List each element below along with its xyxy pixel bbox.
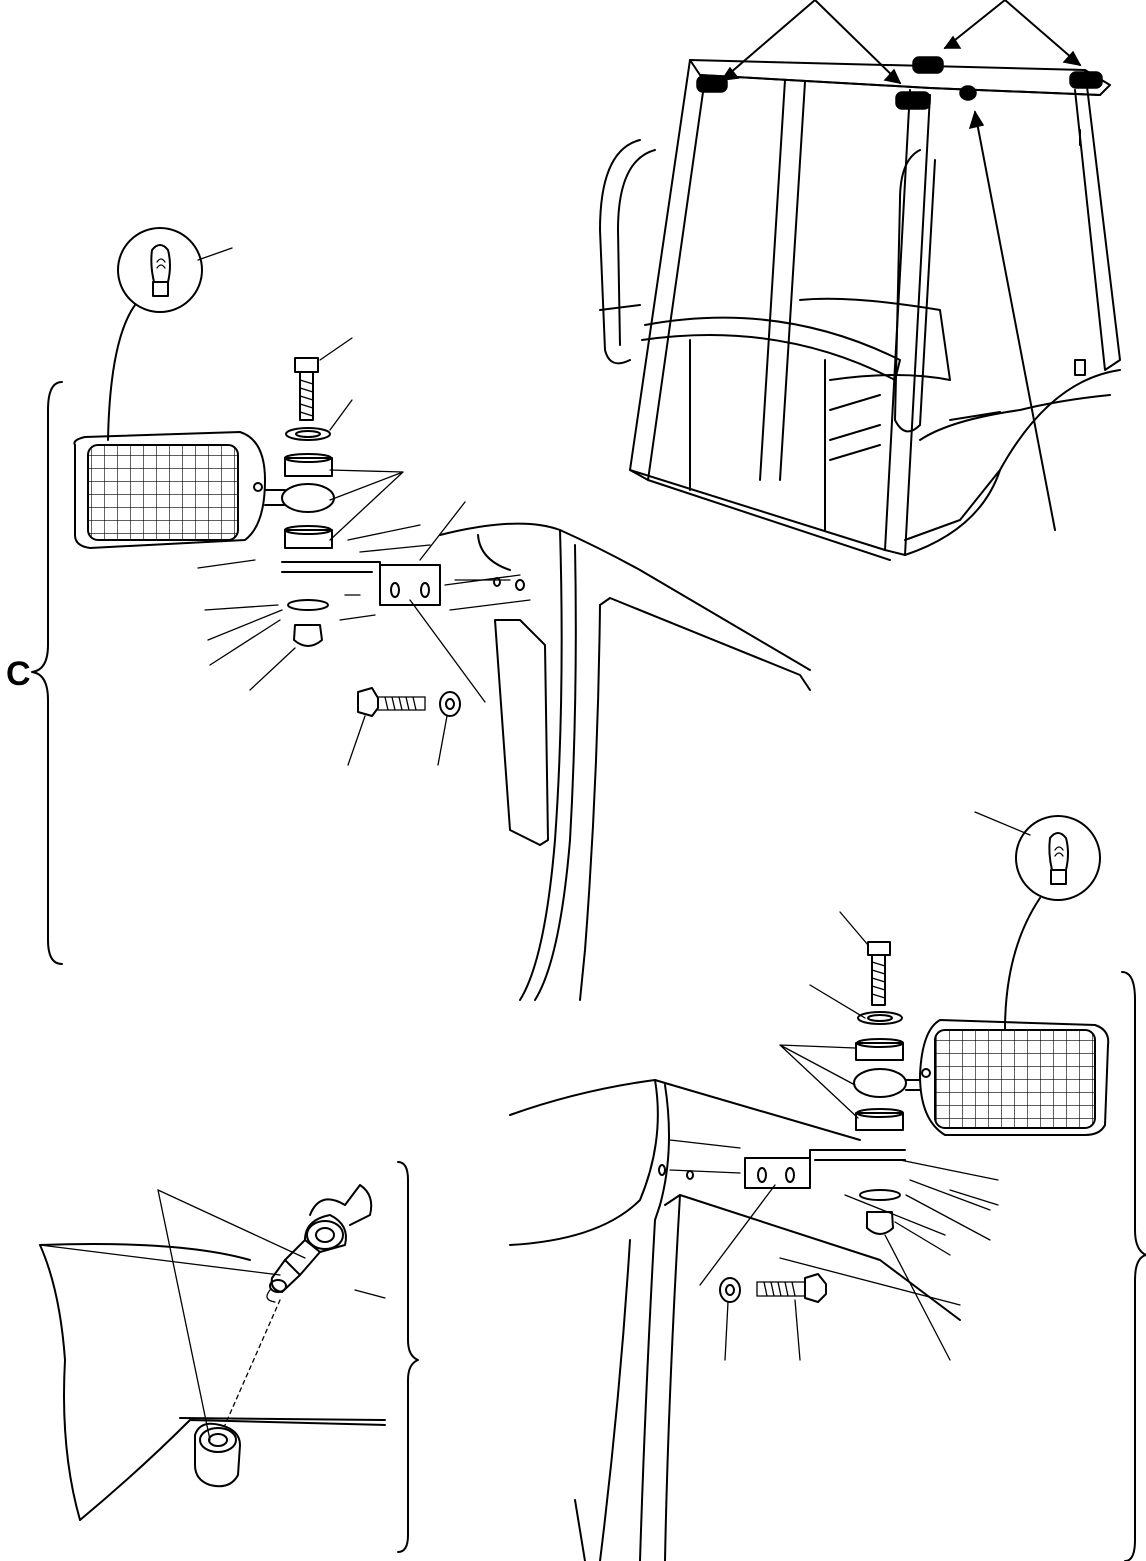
cab-overview	[599, 0, 1121, 561]
roof-light-front-left	[696, 75, 728, 93]
beacon-mount	[959, 85, 977, 101]
roof-light-rear-left	[912, 56, 944, 74]
left-work-lamp-assembly: C	[6, 227, 811, 1001]
roof-light-front-right	[895, 91, 931, 110]
right-work-lamp-assembly	[509, 811, 1146, 1561]
bulb-detail-circle-left	[117, 227, 203, 313]
beacon-socket-detail	[39, 1161, 419, 1553]
view-label-c: C	[6, 655, 31, 693]
roof-light-rear-right	[1069, 71, 1103, 89]
bulb-detail-circle-right	[1015, 815, 1101, 901]
